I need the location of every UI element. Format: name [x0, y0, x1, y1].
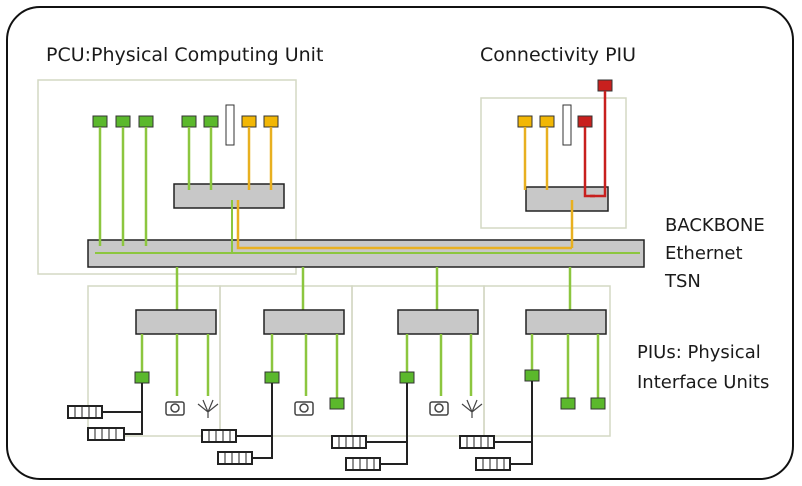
- pcu-gateway: [225, 104, 235, 146]
- pcu-ecu-6: [241, 115, 257, 128]
- pcu-ecu-3: [138, 115, 154, 128]
- pcu-switch: [173, 183, 285, 209]
- piu-switch-4: [525, 309, 607, 335]
- conn-gateway: [562, 104, 572, 146]
- piu-container-3: [351, 285, 485, 437]
- conn-switch: [525, 186, 609, 212]
- conn-ecu-2: [539, 115, 555, 128]
- camera-icon: [165, 401, 449, 416]
- pcu-container: [37, 79, 297, 275]
- connectivity-piu-title: Connectivity PIU: [480, 44, 637, 66]
- piu-switch-2: [263, 309, 345, 335]
- piu2-ecu: [264, 371, 280, 384]
- pcu-ecu-7: [263, 115, 279, 128]
- piu1-ecu: [134, 371, 150, 384]
- radar-icon: [197, 399, 483, 418]
- pcu-ecu-5: [203, 115, 219, 128]
- piu2-ecu-b: [329, 397, 345, 410]
- backbone-label-line1: BACKBONE: [665, 215, 765, 236]
- pcu-ecu-1: [92, 115, 108, 128]
- piu-switch-3: [397, 309, 479, 335]
- pcu-ecu-2: [115, 115, 131, 128]
- conn-ecu-1: [517, 115, 533, 128]
- piu4-ecu: [524, 369, 540, 382]
- pius-label-line2: Interface Units: [637, 372, 770, 393]
- piu-container-2: [219, 285, 353, 437]
- pius-label-line1: PIUs: Physical: [637, 342, 761, 363]
- backbone-label-line3: TSN: [665, 271, 701, 292]
- piu-container-1: [87, 285, 221, 437]
- conn-ecu-3: [577, 115, 593, 128]
- piu-container-4: [483, 285, 611, 437]
- pcu-ecu-4: [181, 115, 197, 128]
- backbone-label-line2: Ethernet: [665, 243, 743, 264]
- pcu-title: PCU:Physical Computing Unit: [46, 44, 324, 66]
- piu3-ecu: [399, 371, 415, 384]
- piu4-ecu-c: [590, 397, 606, 410]
- piu-switch-1: [135, 309, 217, 335]
- piu4-ecu-b: [560, 397, 576, 410]
- diagram-frame: [6, 6, 794, 480]
- battery-pack-icon: [67, 405, 511, 471]
- connectivity-piu-container: [480, 97, 627, 229]
- conn-ecu-4: [597, 79, 613, 92]
